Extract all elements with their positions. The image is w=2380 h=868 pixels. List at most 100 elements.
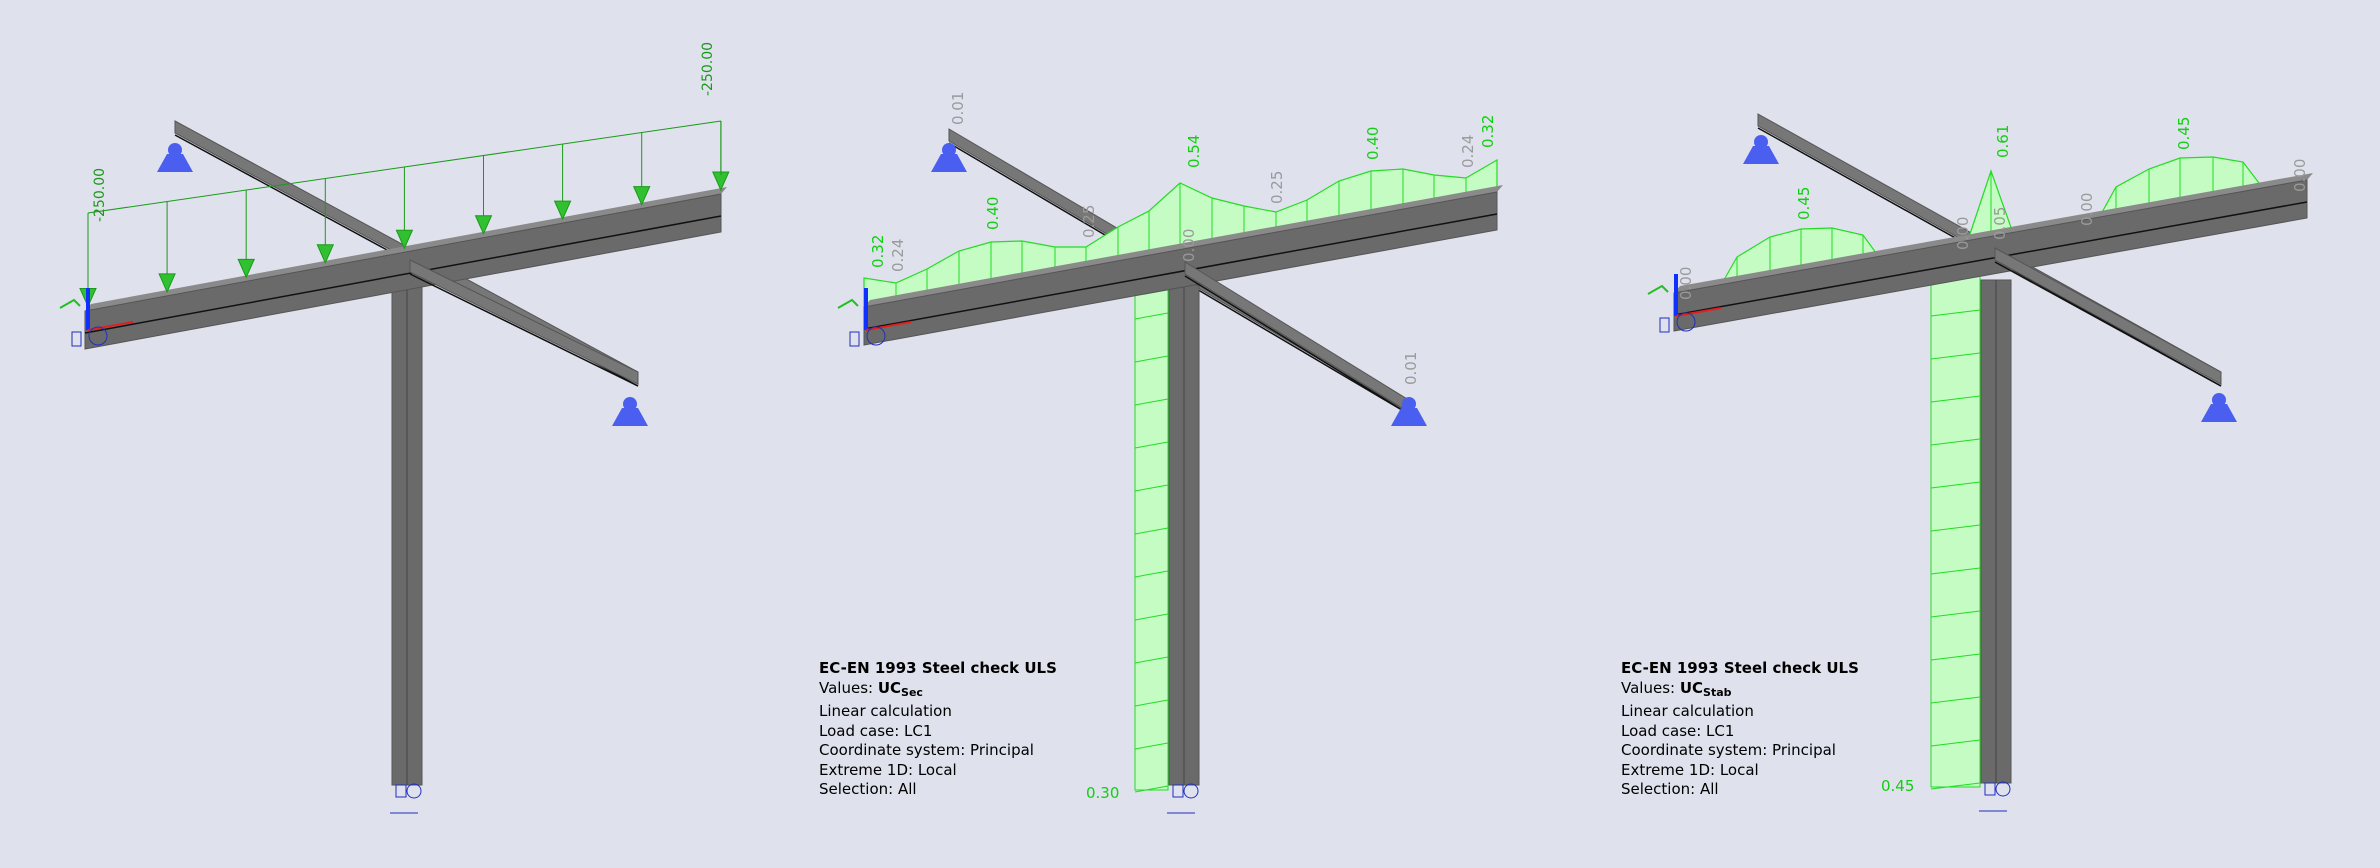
pinned-support-icon [1743, 146, 1779, 164]
beam-top-flange [864, 185, 1503, 307]
x-axis-icon [87, 321, 134, 331]
result-value-label: 0.40 [1364, 126, 1382, 160]
calc-type: Linear calculation [1621, 702, 1754, 720]
extreme-1d: Extreme 1D: Local [819, 760, 957, 779]
diagram-ordinate-line [1930, 352, 1981, 360]
secondary-beam [1994, 247, 2222, 385]
beam-axis-line [863, 213, 1498, 330]
load-arrow-icon [237, 258, 255, 279]
diagram-ordinate-line [1134, 484, 1169, 492]
result-value-label: 0.61 [1994, 124, 2012, 158]
hinge-icon [88, 326, 108, 346]
diagram-ordinate-line [1134, 785, 1169, 793]
diagram-ordinate-line [1134, 312, 1169, 320]
diagram-ordinate-line [1134, 398, 1169, 406]
main-beam [1673, 179, 2308, 332]
column-support-icon [1984, 782, 1996, 796]
pinned-support-icon [1391, 408, 1427, 426]
diagram-ordinate-line [1134, 441, 1169, 449]
support-node-icon [2212, 393, 2226, 407]
pinned-support-icon [2201, 404, 2237, 422]
result-value-label: 0.24 [1459, 134, 1477, 168]
diagram-ordinate-line [1134, 699, 1169, 707]
diagram-ordinate-line [1930, 653, 1981, 661]
diagram-ordinate-line [1134, 527, 1169, 535]
beam-top-flange [85, 187, 727, 311]
result-value-label: 0.32 [869, 234, 887, 268]
diagram-ordinate-line [1930, 739, 1981, 747]
diagram-ordinate-line [1930, 481, 1981, 489]
hinge-icon [866, 326, 886, 346]
result-value-label: 0.00 [1677, 266, 1695, 300]
values-prefix: Values: [1621, 678, 1676, 697]
result-value-label: 0.40 [984, 196, 1002, 230]
result-value-label: 0.32 [1479, 114, 1497, 148]
diagram-ordinate-line [1134, 656, 1169, 664]
diagram-ordinate-line [1930, 567, 1981, 575]
diagram-ordinate-line [1930, 438, 1981, 446]
values-line: Values: UCSec [819, 679, 1057, 703]
support-node-icon [942, 143, 956, 157]
pinned-support-icon [612, 408, 648, 426]
x-axis-icon [1675, 307, 1722, 317]
extreme-1d: Extreme 1D: Local [1621, 760, 1759, 779]
hinge-icon [406, 783, 422, 799]
result-value-label: 0.00 [1180, 228, 1198, 262]
selection: Selection: All [819, 780, 917, 798]
secondary-beam-axis [1184, 275, 1413, 417]
load-arrow-icon [632, 186, 651, 206]
result-info-panel: EC-EN 1993 Steel check ULS Values: UCSec… [819, 659, 1057, 800]
check-title: EC-EN 1993 Steel check ULS [819, 659, 1057, 677]
result-value-label: 0.45 [2175, 116, 2193, 150]
end-support-icon [849, 331, 860, 347]
pinned-support-icon [157, 154, 193, 172]
diagram-ordinate-line [1930, 696, 1981, 704]
diagram-ordinate-line [1930, 782, 1981, 790]
diagram-ordinate-line [1134, 613, 1169, 621]
load-case: Load case: LC1 [819, 721, 933, 740]
load-arrow-icon [316, 244, 335, 265]
hinge-icon [1676, 312, 1696, 332]
values-main: UC [877, 678, 902, 697]
pinned-support-icon [931, 154, 967, 172]
check-title: EC-EN 1993 Steel check ULS [1621, 659, 1859, 677]
selection: Selection: All [1621, 780, 1719, 798]
result-value-label: 0.00 [2078, 192, 2096, 226]
load-arrow-icon [553, 200, 572, 221]
load-value-label: -250.00 [92, 167, 108, 222]
diagram-ordinate-line [1134, 742, 1169, 750]
result-value-label: 0.05 [1991, 206, 2009, 240]
beam-top-flange [1674, 173, 2313, 293]
result-value-label: 0.30 [1086, 784, 1120, 802]
values-sub: Sec [901, 685, 923, 699]
values-line: Values: UCStab [1621, 679, 1859, 703]
values-main: UC [1679, 678, 1704, 697]
x-axis-icon [865, 321, 912, 331]
result-value-label: 0.45 [1881, 777, 1915, 795]
result-value-label: 0.45 [1795, 186, 1813, 220]
secondary-beam-axis [409, 273, 639, 387]
column-support-icon [395, 784, 407, 798]
load-case: Load case: LC1 [1621, 721, 1735, 740]
beam-axis-line [84, 215, 722, 334]
result-value-label: 0.54 [1185, 134, 1203, 168]
end-support-icon [1659, 317, 1670, 333]
load-value-label: -250.00 [700, 41, 716, 96]
support-node-icon [1754, 135, 1768, 149]
secondary-beam-axis [1994, 261, 2222, 387]
diagram-ordinate-line [1930, 524, 1981, 532]
main-beam [863, 191, 1498, 346]
diagram-ordinate-line [1134, 570, 1169, 578]
result-value-label: 0.01 [1402, 351, 1420, 385]
support-node-icon [623, 397, 637, 411]
hinge-icon [1183, 783, 1199, 799]
diagram-ordinate-line [1930, 610, 1981, 618]
end-support-icon [71, 331, 82, 347]
hinge-icon [1995, 781, 2011, 797]
support-node-icon [1402, 397, 1416, 411]
column-support-icon [1172, 784, 1184, 798]
diagram-ordinate-line [1930, 395, 1981, 403]
beam-axis-line [1673, 201, 2308, 316]
main-beam [84, 193, 722, 350]
